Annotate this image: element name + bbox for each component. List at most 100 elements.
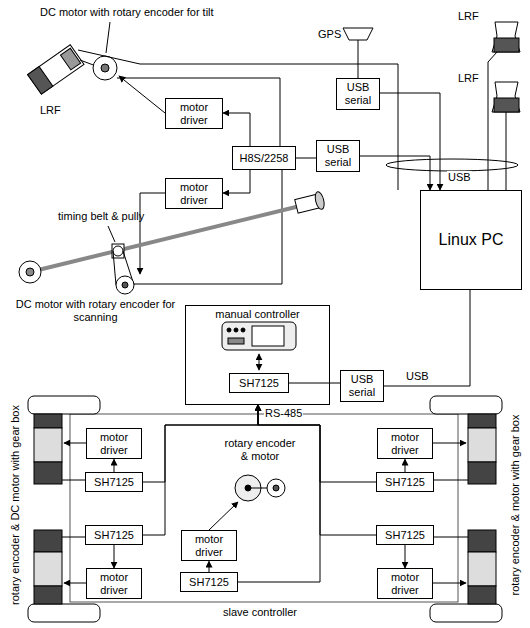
usb-cable (506, 112, 507, 190)
lrf-scanning-unit (19, 261, 41, 283)
box-text: SH7125 (385, 476, 425, 489)
part-label: LRF (458, 72, 479, 85)
signal-connector (384, 290, 470, 386)
wire (140, 193, 165, 274)
vehicle-chassis (28, 604, 100, 622)
geared-motor (34, 462, 62, 484)
box-text: USB serial (320, 143, 356, 168)
part-label: DC motor with rotary encoder for tilt (40, 6, 214, 19)
controller-handset (227, 328, 231, 332)
encoder-motor (267, 479, 285, 497)
driver-box: motor driver (86, 568, 142, 599)
gps-antenna (343, 28, 373, 40)
geared-motor (468, 428, 496, 462)
vehicle-chassis (70, 414, 458, 602)
mcu-box: SH7125 (180, 572, 238, 592)
box-text: H8S/2258 (240, 152, 289, 165)
mcu-box: H8S/2258 (232, 146, 296, 170)
box-text: USB serial (340, 81, 376, 106)
lrf-scanning-unit (30, 206, 300, 272)
box-text: motor driver (169, 101, 219, 126)
geared-motor (468, 586, 496, 604)
controller-handset (252, 326, 284, 346)
driver-box: motor driver (165, 98, 223, 129)
geared-motor (468, 530, 496, 552)
box-text: SH7125 (239, 377, 279, 390)
signal-connector (380, 93, 440, 190)
part-label: slave controller (210, 606, 310, 619)
usb-serial-box: USB serial (316, 140, 360, 172)
box-text: motor driver (90, 431, 138, 456)
wire (434, 480, 468, 481)
mcu-box: SH7125 (229, 373, 289, 393)
box-text: motor driver (381, 431, 429, 456)
mcu-box: SH7125 (376, 472, 434, 492)
lrf-tilt-unit (106, 22, 110, 53)
usb-cable (386, 52, 518, 190)
wire (62, 443, 468, 583)
part-label: GPS (318, 28, 341, 41)
lrf-scanning-unit (108, 226, 115, 242)
geared-motor (34, 414, 496, 604)
part-label: DC motor with rotary encoder for scannin… (8, 298, 183, 323)
signal-connector (405, 545, 406, 568)
wire (433, 443, 466, 444)
lrf-tilt-unit (101, 64, 109, 72)
signal-connector (360, 156, 430, 190)
encoder-motor (235, 475, 285, 501)
lrf-sensor (492, 82, 520, 112)
lrf-scanning-unit (113, 251, 116, 285)
box-text: SH7125 (94, 476, 134, 489)
part-label: rotary encoder & DC motor with gear box (9, 405, 22, 605)
wire (119, 76, 165, 113)
gps-antenna (358, 40, 359, 78)
geared-motor (468, 462, 496, 484)
part-label: USB (447, 171, 472, 184)
vehicle-chassis (28, 396, 502, 622)
connector-label: USB (405, 370, 430, 383)
wire (62, 537, 85, 538)
vehicle-chassis (28, 396, 100, 414)
controller-handset (259, 354, 260, 370)
wire (78, 50, 398, 190)
vehicle-chassis (430, 396, 502, 414)
encoder-motor (248, 488, 268, 489)
lrf-tilt-unit (93, 56, 117, 80)
driver-box: motor driver (165, 178, 223, 209)
geared-motor (34, 414, 62, 428)
wire (117, 78, 280, 146)
signal-connector (114, 545, 115, 568)
part-label: rotary encoder & motor (220, 437, 300, 462)
lrf-tilt-unit (28, 45, 84, 94)
mcu-box: SH7125 (85, 472, 143, 492)
box-text: motor driver (90, 571, 138, 596)
usb-serial-box: USB serial (340, 370, 384, 402)
lrf-scanning-unit (116, 276, 134, 294)
wire (433, 583, 466, 584)
lrf-scanning-unit (314, 191, 326, 210)
geared-motor (34, 428, 62, 462)
part-label: LRF (458, 10, 479, 23)
geared-motor (34, 552, 62, 586)
geared-motor (34, 586, 62, 604)
wire (64, 443, 86, 444)
signal-connector (289, 383, 340, 384)
lrf-sensor (494, 38, 519, 52)
controller-handset (234, 328, 238, 332)
lrf-sensor (494, 98, 519, 112)
lrf-tilt-unit (28, 45, 84, 94)
controller-handset (222, 322, 296, 370)
mcu-box: SH7125 (376, 525, 434, 545)
lrf-scanning-unit (294, 191, 326, 215)
gps-antenna (343, 28, 373, 78)
lrf-tilt-unit (28, 22, 117, 94)
geared-motor (468, 552, 496, 586)
part-label: LRF (40, 104, 61, 117)
wire (434, 537, 468, 538)
lrf-scanning-unit (113, 246, 123, 256)
driver-box: motor driver (86, 428, 142, 459)
geared-motor (34, 530, 62, 552)
signal-connector (223, 170, 250, 193)
controller-handset (222, 322, 296, 350)
